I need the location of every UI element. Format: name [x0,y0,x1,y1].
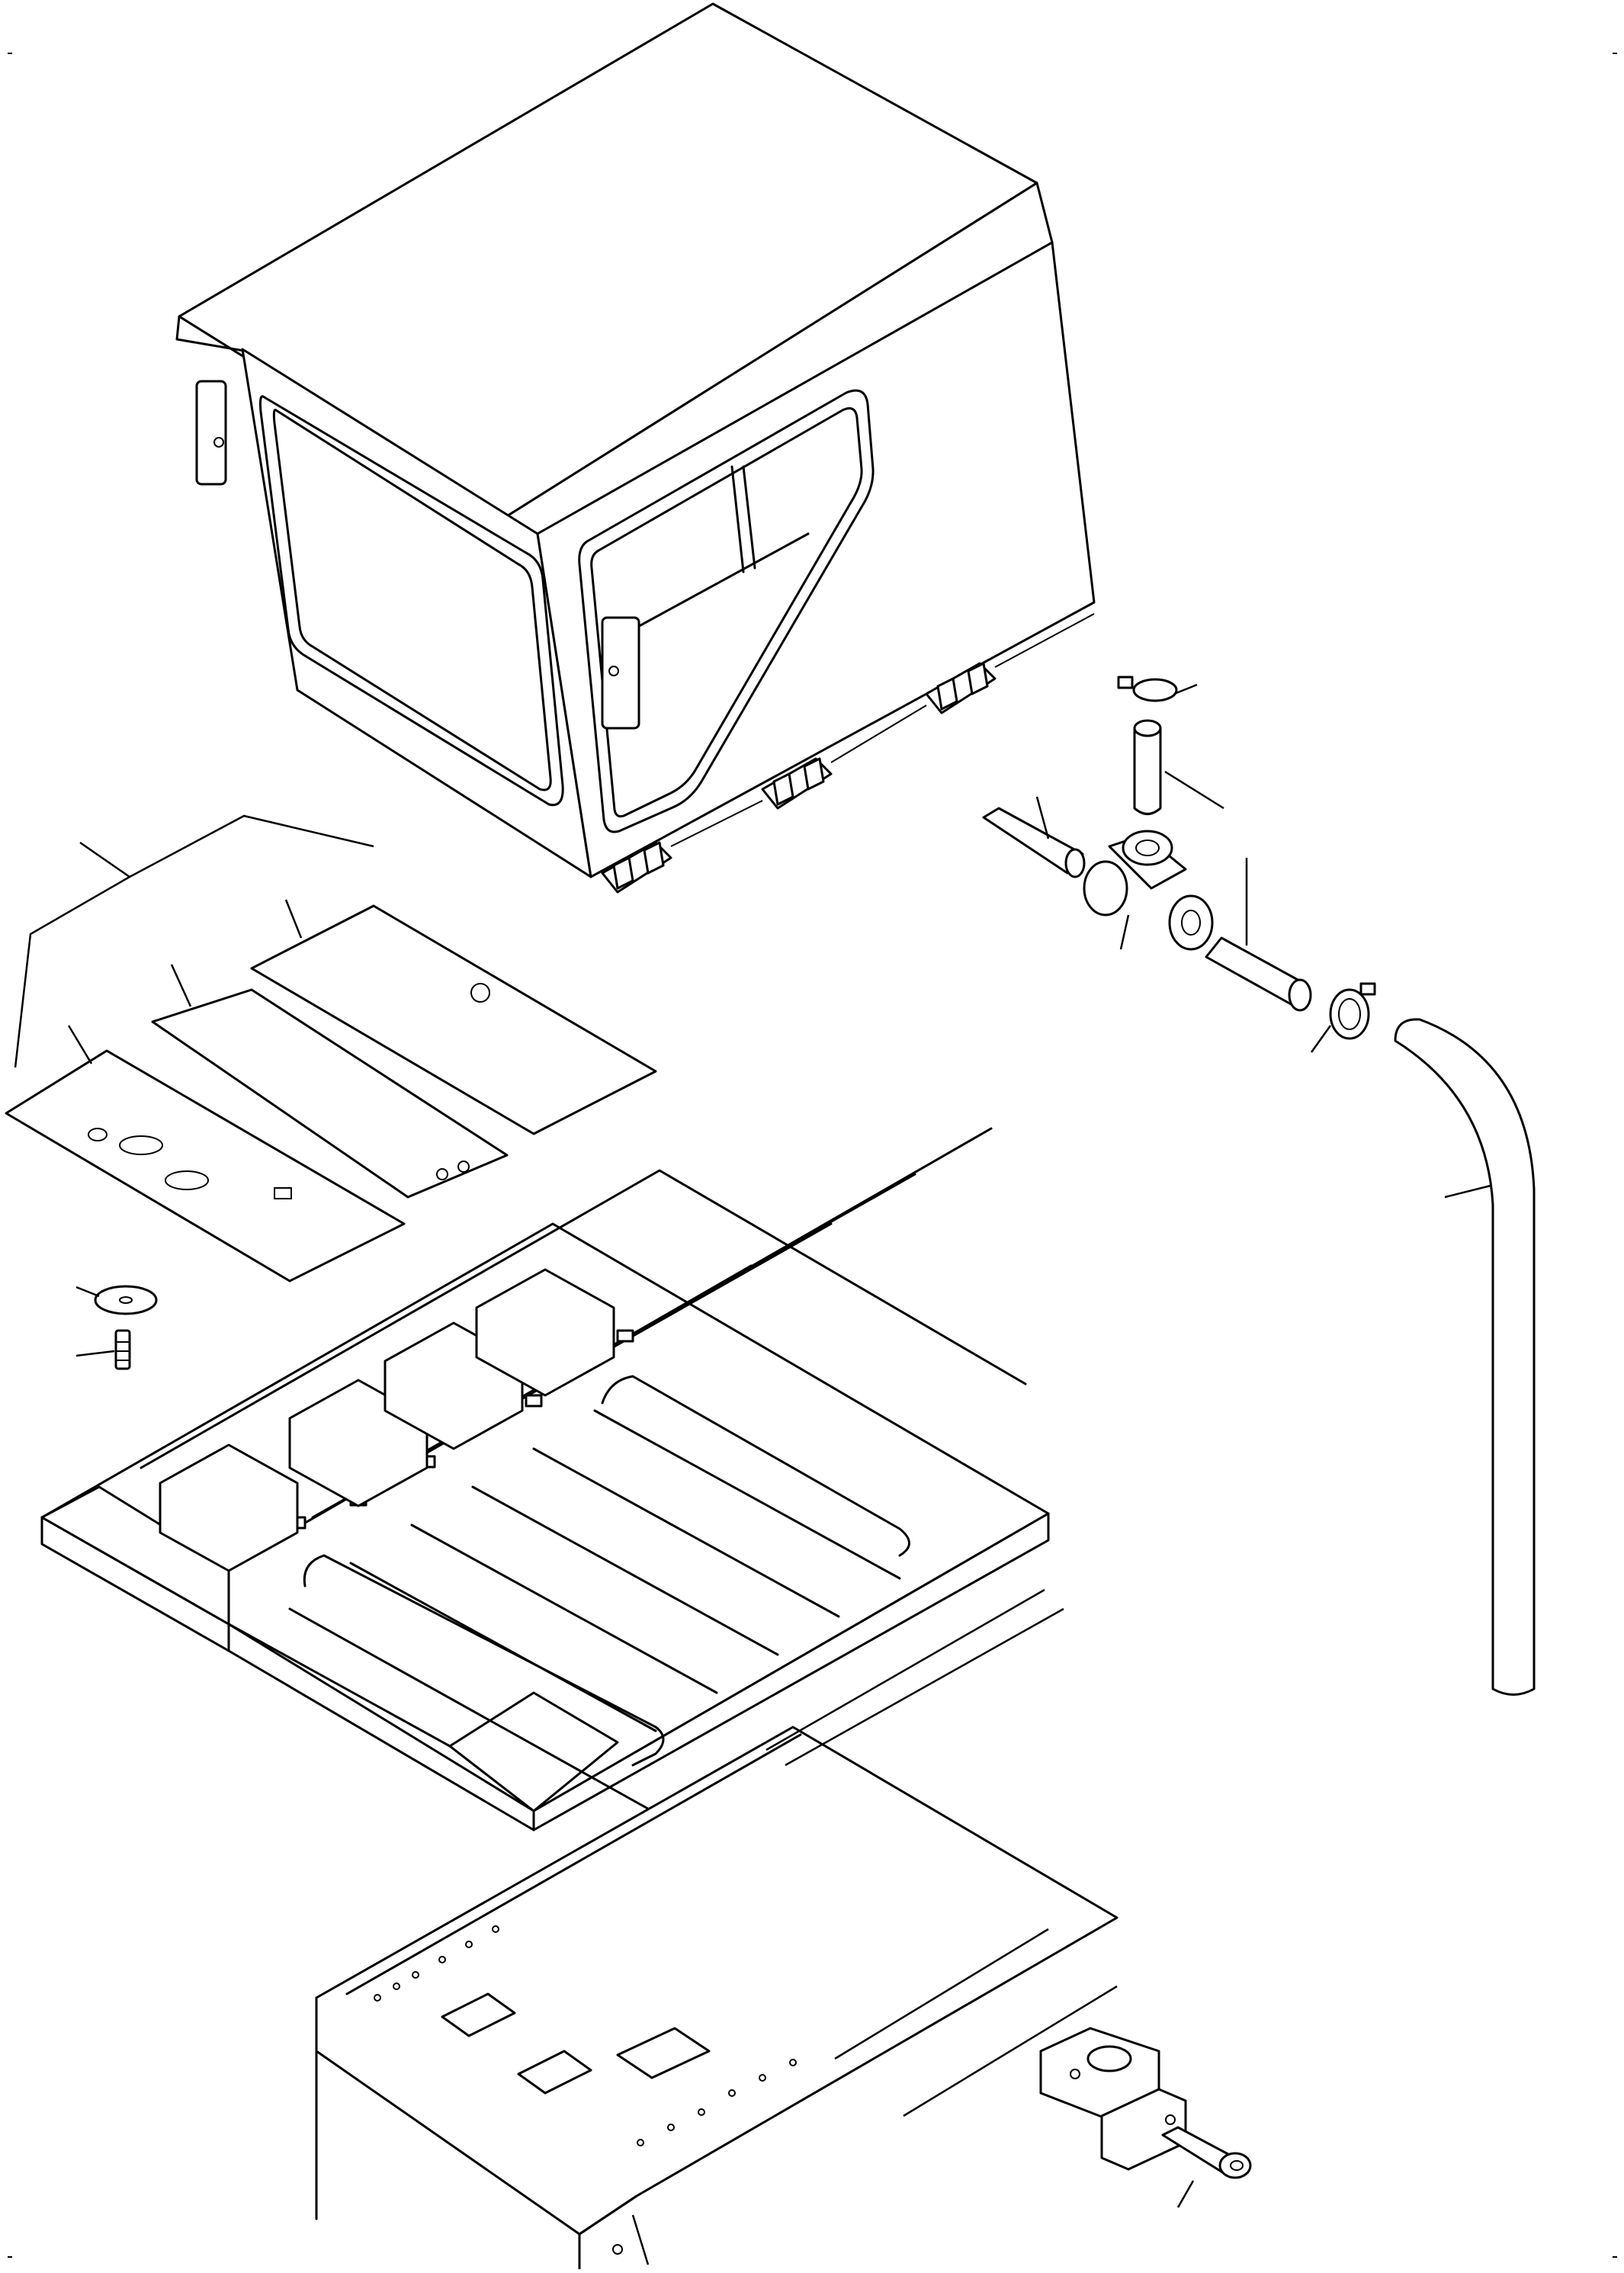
cushion-washer [94,1285,158,1315]
cab-window-divider-2 [742,465,756,570]
curved-hose [1394,1018,1536,1696]
tank-body [315,1726,1119,2271]
cab-windshield-outer [258,395,564,807]
cab-left-handle [195,380,227,486]
cab [175,2,1096,894]
floor-plates [5,904,657,1283]
floor-plate-rear [250,904,657,1135]
cab-side-window-inner [590,407,863,818]
tube-left [982,807,1086,878]
floor-plate-middle [151,988,509,1199]
tank-top [315,1726,1119,2236]
floor-frame [40,1127,1050,1832]
hose-clamp [1117,676,1178,702]
frame-right-side [532,1512,1050,1832]
mount-bolt [114,1329,131,1370]
split-pipe-clamp [1039,2027,1187,2171]
small-hose-clamp [1329,982,1376,1040]
floor-plate-front [5,1049,406,1283]
cab-side-wall [536,241,1096,878]
socket-head-bolt [1161,2126,1252,2179]
tube-short [1133,719,1162,815]
cab-side-window-outer [578,389,875,833]
cab-window-divider [730,465,745,573]
tee-fitting [1083,830,1214,951]
cab-window-rail [608,532,810,644]
cab-mount-bracket [601,662,997,894]
cab-windshield-inner [272,409,552,791]
cab-door-handle [601,616,640,730]
tube-right [1205,936,1312,1012]
tank-holes [374,1925,797,2255]
leader-lines [14,683,1491,2265]
